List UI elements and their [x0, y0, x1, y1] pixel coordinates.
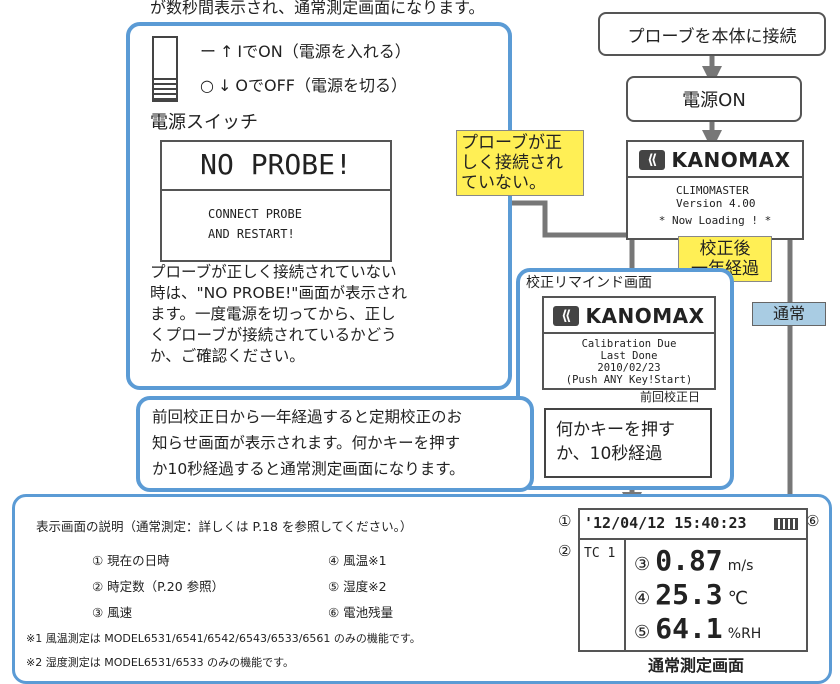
legend-heading: 表示画面の説明（通常測定：詳しくは P.18 を参照してください。）: [36, 519, 413, 534]
reminder-logo-icon: ⟪: [553, 306, 580, 326]
no-probe-desc: プローブが正しく接続されていない 時は、"NO PROBE!"画面が表示され ま…: [150, 263, 407, 365]
legend-item-6: ⑥ 電池残量: [328, 605, 394, 620]
time-constant-display: TC 1: [584, 546, 616, 561]
no-probe-title: NO PROBE!: [200, 148, 352, 181]
kanomax-startup-screen: ⟪KANOMAX CLIMOMASTER Version 4.00 * Now …: [626, 140, 804, 240]
reminder-desc: 前回校正日から一年経過すると定期校正のお 知らせ画面が表示されます。何かキーを押…: [152, 408, 465, 478]
startup-model: CLIMOMASTER: [676, 184, 749, 197]
marker-6: ⑥: [806, 512, 820, 530]
prev-calib-label: 前回校正日: [640, 390, 701, 404]
reminder-line3: 2010/02/23: [597, 362, 661, 374]
wind-speed-row: ③ 0.87 m/s: [634, 544, 754, 577]
legend-note-2: ※2 湿度測定は MODEL6531/6533 のみの機能です。: [26, 656, 294, 669]
calibration-reminder-screen: ⟪KANOMAX Calibration Due Last Done 2010/…: [542, 296, 716, 390]
reminder-kanomax-logo: ⟪KANOMAX: [544, 304, 714, 328]
top-text: が数秒間表示され、通常測定画面になります。: [150, 0, 485, 17]
connect-probe-box: プローブを本体に接続: [598, 12, 826, 56]
legend-item-1: ① 現在の日時: [92, 553, 170, 568]
marker-2: ②: [558, 542, 572, 560]
kanomax-logo: ⟪KANOMAX: [628, 148, 802, 172]
kanomax-logo-icon: ⟪: [639, 150, 666, 170]
reminder-line2: Last Done: [600, 350, 658, 362]
marker-1: ①: [558, 512, 572, 530]
switch-off-label: ○↓OでOFF（電源を切る）: [200, 76, 407, 95]
power-on-box: 電源ON: [626, 76, 802, 122]
no-probe-line2: AND RESTART!: [208, 227, 295, 241]
press-key-box: 何かキーを押す か、10秒経過: [544, 408, 712, 478]
battery-icon: [774, 518, 798, 530]
reminder-line4: (Push ANY Key!Start): [565, 374, 693, 386]
no-probe-line1: CONNECT PROBE: [208, 207, 302, 221]
reminder-desc-panel: [136, 396, 534, 492]
legend-item-4: ④ 風温※1: [328, 553, 387, 568]
datetime-display: '12/04/12 15:40:23: [584, 514, 747, 532]
legend-item-2: ② 時定数（P.20 参照）: [92, 579, 225, 594]
startup-version: Version 4.00: [676, 197, 756, 210]
reminder-line1: Calibration Due: [581, 338, 677, 350]
legend-item-5: ⑤ 湿度※2: [328, 579, 387, 594]
no-probe-screen: NO PROBE! CONNECT PROBE AND RESTART!: [160, 140, 392, 262]
humidity-row: ⑤ 64.1 %RH: [634, 612, 762, 645]
switch-on-label: ー↑IでON（電源を入れる）: [200, 42, 411, 61]
normal-measurement-screen: '12/04/12 15:40:23 TC 1 ③ 0.87 m/s ④ 25.…: [578, 508, 808, 652]
reminder-label: 校正リマインド画面: [526, 275, 652, 291]
normal-label: 通常: [752, 302, 826, 326]
normal-screen-caption: 通常測定画面: [648, 656, 745, 675]
power-switch-icon: [152, 36, 178, 102]
wind-temp-row: ④ 25.3 ℃: [634, 578, 748, 611]
legend-note-1: ※1 風温測定は MODEL6531/6541/6542/6543/6533/6…: [26, 632, 421, 645]
switch-caption: 電源スイッチ: [150, 112, 258, 133]
not-connected-note: プローブが正 しく接続され ていない。: [456, 130, 584, 196]
startup-loading: * Now Loading ! *: [658, 214, 772, 227]
legend-item-3: ③ 風速: [92, 605, 133, 620]
